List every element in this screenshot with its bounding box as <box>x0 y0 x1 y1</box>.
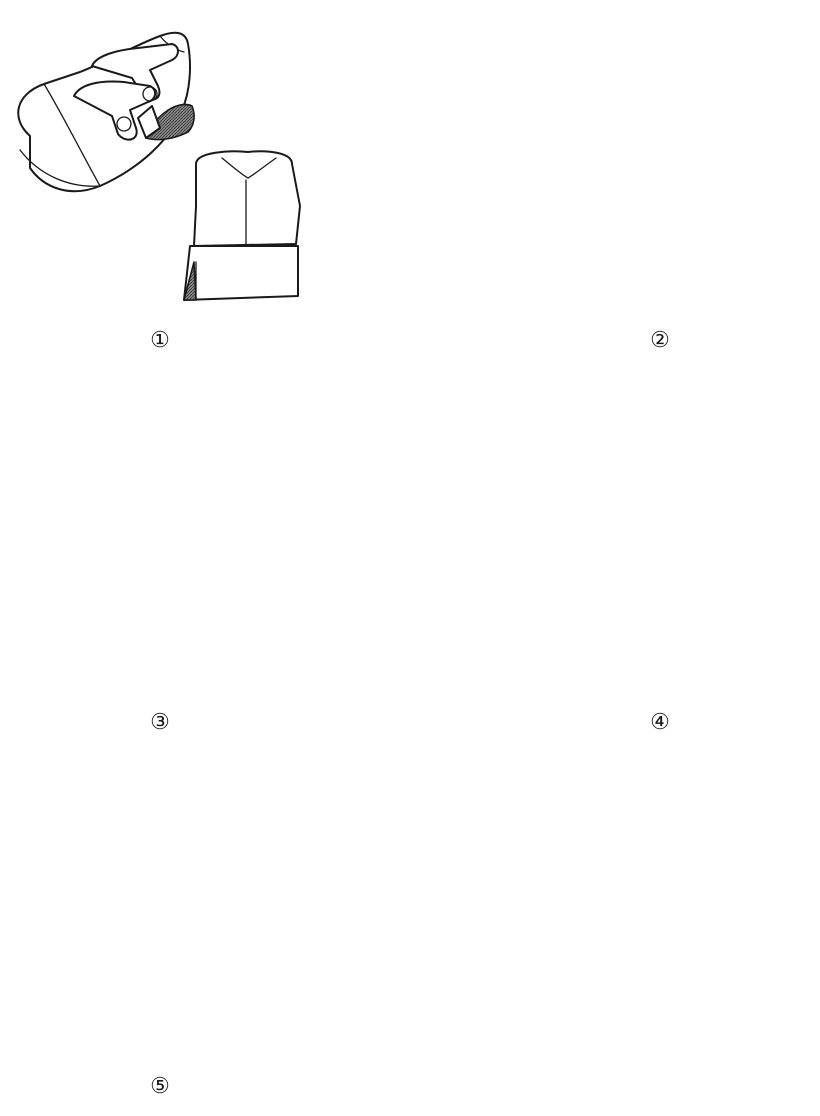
panel-1-drawing <box>17 31 301 301</box>
panel-4-label: ④ <box>650 710 670 735</box>
panel-1-label: ① <box>150 328 170 353</box>
panel-2-label: ② <box>650 328 670 353</box>
panel-5-label: ⑤ <box>150 1074 170 1099</box>
panel-3-label: ③ <box>150 710 170 735</box>
